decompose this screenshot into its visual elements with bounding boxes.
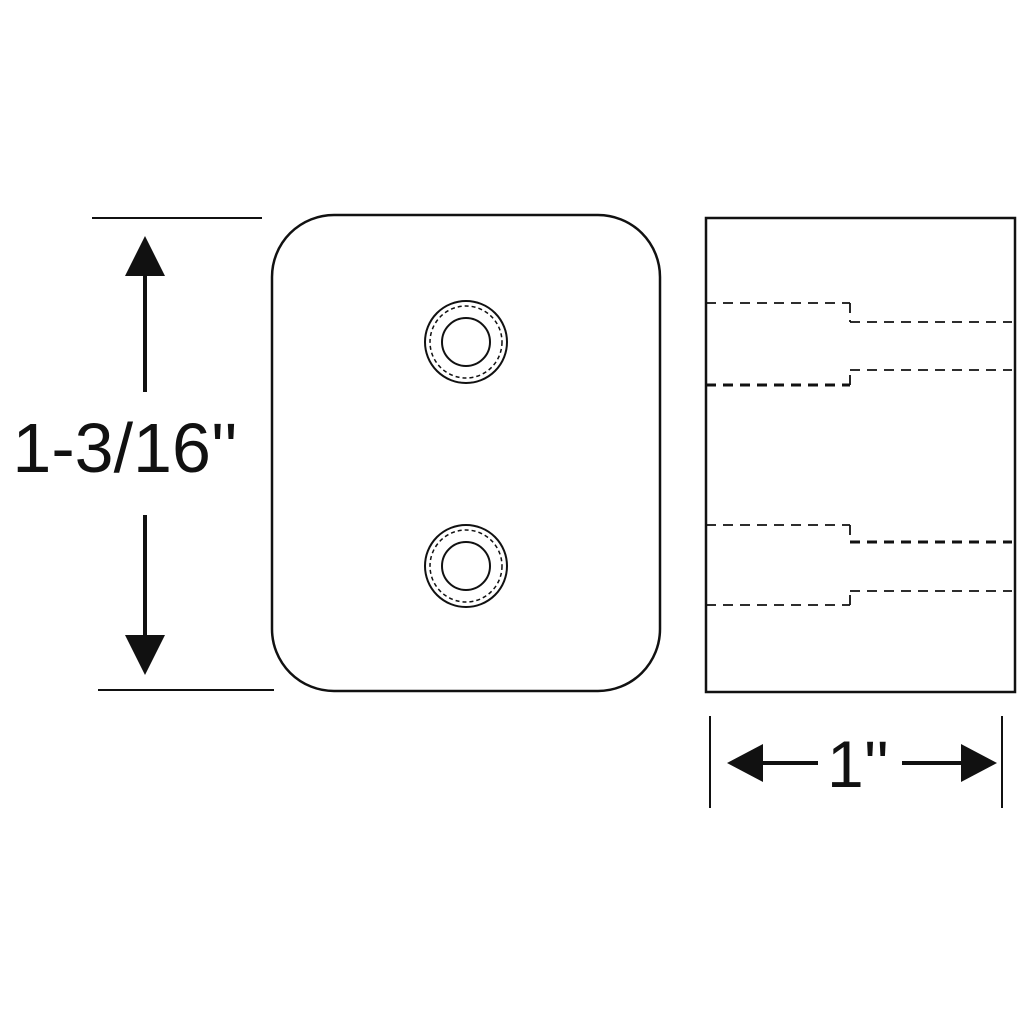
arrow-left-icon xyxy=(727,744,763,782)
hole-counterbore-ring xyxy=(424,300,508,384)
width-dimension xyxy=(709,716,1003,808)
mounting-hole-top xyxy=(424,300,508,384)
height-dimension xyxy=(92,217,274,691)
hole-bore xyxy=(441,541,491,591)
side-view-outline xyxy=(704,216,1017,694)
arrow-down-icon xyxy=(125,635,165,675)
hole-counterbore-ring-dashed xyxy=(429,305,503,379)
hidden-bore-bottom xyxy=(706,524,1012,606)
hole-counterbore-ring xyxy=(424,524,508,608)
arrow-right-icon xyxy=(961,744,997,782)
front-view-outline xyxy=(270,213,662,693)
hole-bore xyxy=(441,317,491,367)
hidden-bore-top xyxy=(706,302,1012,387)
width-dimension-label: 1'' xyxy=(827,727,889,801)
front-view xyxy=(270,213,662,693)
hole-counterbore-ring-dashed xyxy=(429,529,503,603)
height-dimension-label: 1-3/16'' xyxy=(12,409,237,487)
mounting-hole-bottom xyxy=(424,524,508,608)
arrow-up-icon xyxy=(125,236,165,276)
side-view xyxy=(704,216,1017,694)
